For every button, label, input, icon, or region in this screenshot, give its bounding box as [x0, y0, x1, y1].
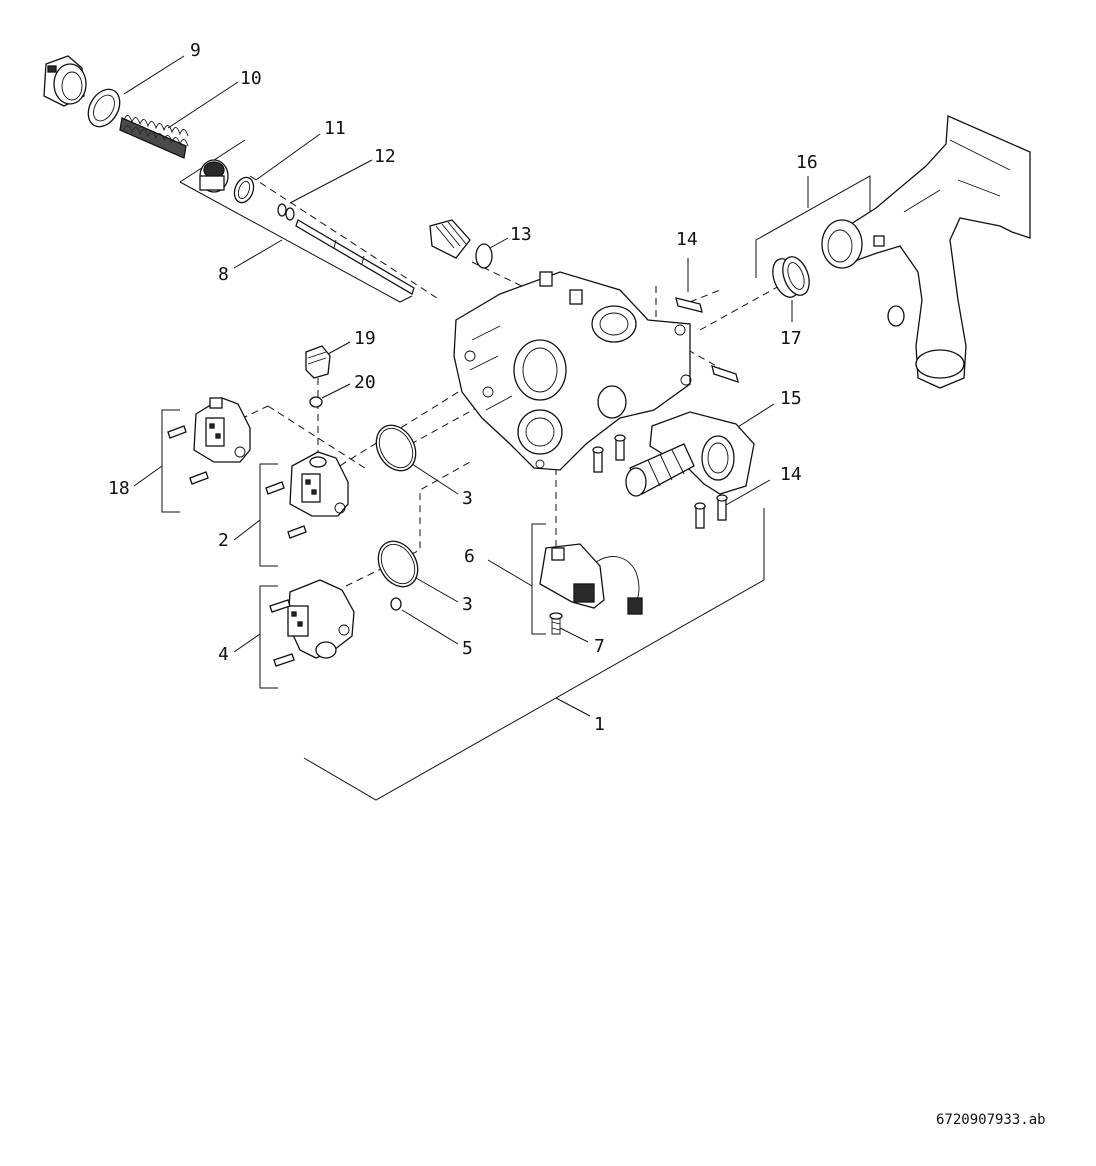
callout-3-upper: 3 [462, 488, 473, 509]
callout-labels: 9 10 11 12 13 14 16 17 8 19 20 15 18 3 1… [108, 40, 818, 735]
part-2-sensor [289, 451, 349, 517]
part-7-screw [549, 612, 563, 635]
part-9-connector [43, 55, 87, 107]
callout-7: 7 [594, 636, 605, 657]
callout-9: 9 [190, 40, 201, 61]
callout-13: 13 [510, 224, 532, 245]
main-valve-body [453, 271, 692, 471]
callout-18: 18 [108, 478, 130, 499]
part-14-pins-top [675, 297, 739, 383]
part-5-small-oring [390, 597, 402, 611]
callout-2: 2 [218, 530, 229, 551]
part-2-screws [265, 481, 307, 539]
part-6-switch [539, 543, 643, 615]
part-pins-lower [592, 434, 728, 529]
callout-17: 17 [780, 328, 802, 349]
part-16-pipe [821, 115, 1031, 389]
callout-8: 8 [218, 264, 229, 285]
callout-14-top: 14 [676, 229, 698, 250]
callout-4: 4 [218, 644, 229, 665]
part-3-oring-upper [375, 424, 417, 472]
part-11-ring [233, 176, 255, 204]
callout-11: 11 [324, 118, 346, 139]
part-4-screws [269, 599, 295, 667]
part-spring [119, 115, 189, 159]
part-10-oring [87, 88, 121, 128]
part-13-cartridge [429, 219, 493, 269]
part-19-plug [305, 345, 331, 379]
callout-14-bottom: 14 [780, 464, 802, 485]
callout-5: 5 [462, 638, 473, 659]
callout-10: 10 [240, 68, 262, 89]
callout-19: 19 [354, 328, 376, 349]
callout-6: 6 [464, 546, 475, 567]
part-3-oring-lower [377, 540, 419, 588]
callout-12: 12 [374, 146, 396, 167]
callout-15: 15 [780, 388, 802, 409]
part-17-rings [772, 256, 810, 298]
part-12-small-rings [277, 203, 295, 221]
leader-lines [123, 55, 871, 801]
callout-20: 20 [354, 372, 376, 393]
part-18-sensor [193, 397, 251, 463]
callout-3-lower: 3 [462, 594, 473, 615]
callout-16: 16 [796, 152, 818, 173]
document-id: 6720907933.ab [936, 1112, 1046, 1128]
part-shaft [295, 219, 415, 295]
part-18-screws [167, 425, 209, 485]
part-15-valve [625, 411, 755, 497]
part-20-oring [309, 396, 323, 408]
part-valve-seat [199, 159, 229, 193]
callout-1: 1 [594, 714, 605, 735]
part-4-sensor [287, 579, 355, 659]
